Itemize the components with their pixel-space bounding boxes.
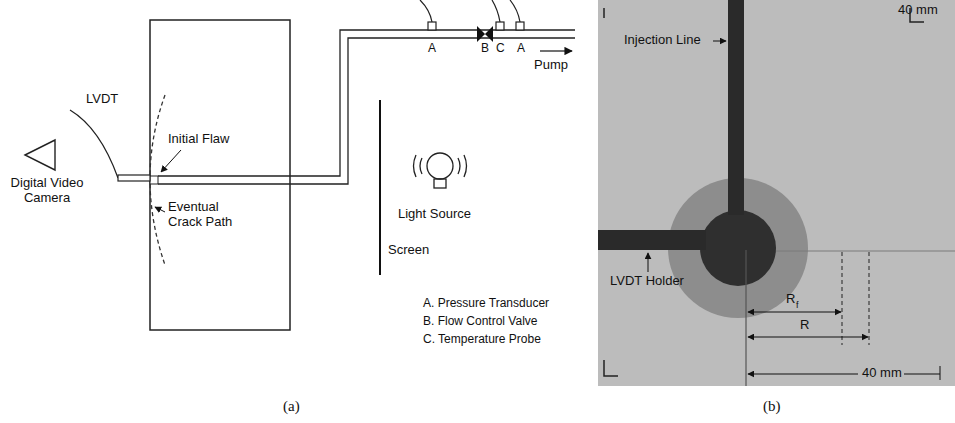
key-text: C. Temperature Probe <box>423 333 541 347</box>
panel-label: (b) <box>763 398 781 415</box>
dimension-label: 40 mm <box>862 366 902 381</box>
callout-letter: B <box>481 42 489 56</box>
injection-pipe <box>158 30 575 184</box>
callout-letter: A <box>517 42 525 56</box>
key-text: B. Flow Control Valve <box>423 315 538 329</box>
leader-line <box>155 207 165 212</box>
scale-bar <box>748 366 940 380</box>
leader-line <box>713 41 726 42</box>
screen <box>379 100 381 275</box>
dimension-line <box>748 337 868 338</box>
lvdt-holder-bar <box>598 230 706 250</box>
part-label: Screen <box>388 243 429 258</box>
part-label: Light Source <box>398 207 471 222</box>
initial-flaw <box>150 176 158 184</box>
camera-icon <box>25 140 55 170</box>
part-label: Digital Video Camera <box>2 176 92 206</box>
leader-line <box>161 150 181 172</box>
transducers <box>420 0 524 30</box>
crack-path <box>150 95 165 265</box>
part-label: Eventual Crack Path <box>168 200 244 230</box>
lvdt <box>70 110 150 181</box>
part-label: Injection Line <box>624 33 701 48</box>
valve-symbol <box>477 26 493 42</box>
part-label: Initial Flaw <box>168 132 229 147</box>
specimen <box>150 20 290 330</box>
part-label: Pump <box>534 58 568 73</box>
flow-arrow <box>540 50 572 51</box>
corner-marks <box>604 8 924 376</box>
leader-line <box>648 253 649 272</box>
part-label: LVDT Holder <box>610 274 684 289</box>
dimension-label: 40 mm <box>898 3 938 18</box>
dimension-subscript: f <box>796 300 799 310</box>
photo-ground <box>598 0 955 386</box>
light-bulb <box>414 153 467 188</box>
crack-line <box>745 250 746 386</box>
part-label: LVDT <box>86 92 118 107</box>
callout-letter: A <box>428 42 436 56</box>
dimension-label: R <box>786 292 795 307</box>
fluid-front <box>700 210 776 286</box>
key-text: A. Pressure Transducer <box>423 297 549 311</box>
crack-line <box>776 251 955 252</box>
callout-letter: C <box>496 42 505 56</box>
dimension-label: R <box>800 318 809 333</box>
panel-label: (a) <box>283 398 300 415</box>
radius-guides <box>842 252 869 345</box>
dimension-line <box>748 312 841 313</box>
injection-bar <box>728 0 744 215</box>
